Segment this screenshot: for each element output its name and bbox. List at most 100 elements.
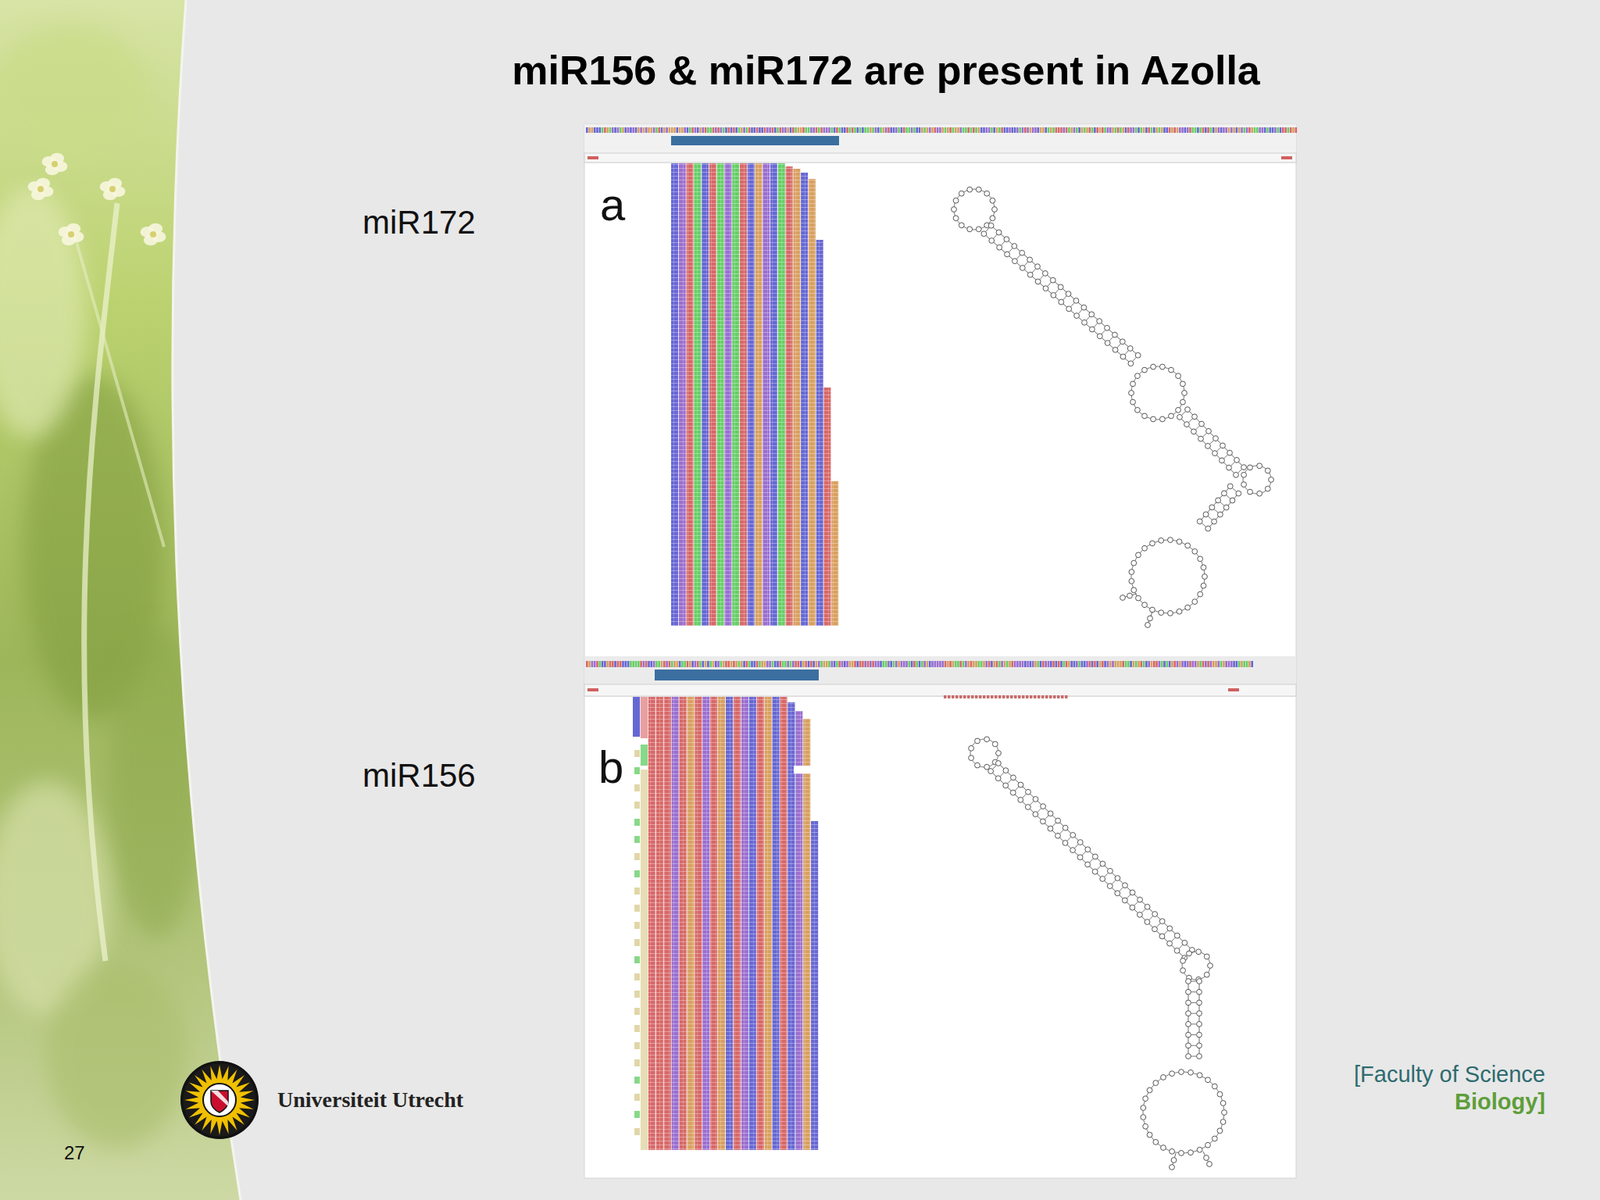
sequence-strip: [764, 127, 767, 133]
nucleotide: [1027, 257, 1033, 263]
sequence-strip: [593, 660, 597, 668]
sequence-strip: [1145, 127, 1148, 133]
sequence-strip: [1163, 660, 1166, 668]
sequence-strip: [625, 127, 628, 133]
nucleotide: [1135, 552, 1142, 558]
nucleotide: [1032, 796, 1039, 803]
sequence-strip: [1238, 127, 1241, 133]
sequence-strip: [645, 660, 648, 668]
alignment-column: [671, 163, 679, 626]
nucleotide: [1135, 352, 1141, 358]
base-pair: [1191, 1013, 1197, 1015]
read-texture: [739, 163, 747, 626]
highlight-dash: [951, 695, 955, 699]
sequence-strip: [869, 127, 872, 133]
stem-strand: [1187, 409, 1244, 468]
highlight-dash: [971, 695, 975, 699]
highlight-dash: [982, 695, 986, 699]
base-pair: [1125, 350, 1129, 355]
alignment-column: [762, 163, 770, 626]
sequence-strip: [1073, 127, 1076, 133]
sequence-strip: [704, 660, 708, 668]
sequence-strip: [609, 127, 612, 133]
nucleotide: [1144, 903, 1150, 910]
sequence-strip: [588, 660, 591, 668]
nucleotide: [1127, 346, 1133, 352]
sequence-strip: [611, 127, 615, 133]
alignment-column: [656, 696, 664, 1150]
nucleotide: [1153, 1139, 1159, 1145]
base-pair: [1104, 872, 1109, 877]
nucleotide: [1176, 539, 1183, 545]
nucleotide: [1130, 399, 1136, 405]
nucleotide: [1178, 1069, 1185, 1075]
nucleotide: [953, 197, 959, 204]
alignment-column: [823, 387, 831, 626]
nucleotide: [1066, 306, 1072, 312]
sequence-strip: [1214, 660, 1218, 668]
nucleotide: [1055, 832, 1061, 839]
sequence-strip: [1063, 660, 1066, 668]
sequence-strip: [1032, 127, 1035, 133]
nucleotide: [1019, 250, 1025, 256]
nucleotide: [975, 186, 982, 193]
nucleotide: [1131, 587, 1137, 593]
read-texture: [779, 696, 787, 1150]
sequence-strip: [1238, 660, 1241, 668]
sequence-strip: [1039, 660, 1043, 668]
read-fragment: [634, 784, 640, 792]
sequence-strip: [717, 660, 720, 668]
sequence-strip: [851, 660, 854, 668]
alignment-column: [724, 163, 732, 626]
sequence-strip: [596, 127, 599, 133]
nucleotide: [1003, 236, 1010, 243]
sequence-strip: [663, 660, 666, 668]
sequence-strip: [681, 127, 684, 133]
base-pair: [1055, 289, 1060, 293]
read-texture: [679, 696, 687, 1150]
base-pair: [1063, 296, 1068, 300]
sequence-strip: [910, 660, 914, 668]
sequence-strip: [1264, 127, 1267, 133]
sequence-strip: [1070, 127, 1073, 133]
sequence-strip: [789, 127, 793, 133]
sequence-strip: [758, 660, 761, 668]
sequence-strip: [954, 660, 958, 668]
nucleotide: [1085, 846, 1091, 853]
sequence-strip: [1107, 127, 1110, 133]
sequence-strip: [1140, 660, 1143, 668]
sequence-strip: [875, 660, 878, 668]
sequence-strip: [1287, 127, 1290, 133]
alignment-column: [764, 696, 772, 1150]
nucleotide: [1142, 545, 1148, 551]
sequence-strip: [992, 127, 996, 133]
base-pair: [1117, 343, 1122, 348]
nucleotide: [1168, 413, 1175, 419]
sequence-strip: [1052, 660, 1055, 668]
sequence-strip: [846, 660, 849, 668]
sequence-strip: [957, 660, 960, 668]
sequence-strip: [885, 660, 888, 668]
nucleotide: [1188, 1150, 1194, 1156]
sequence-strip: [1089, 127, 1092, 133]
sequence-strip: [660, 127, 664, 133]
highlight-dash: [967, 695, 971, 699]
sequence-strip: [748, 660, 751, 668]
sequence-strip: [1160, 660, 1164, 668]
seal-ground: [180, 1060, 259, 1140]
nucleotide: [1174, 947, 1180, 954]
loop-backbone: [1242, 465, 1272, 494]
nucleotide: [1040, 803, 1047, 810]
base-pair: [1191, 1056, 1197, 1058]
sequence-strip: [817, 660, 821, 668]
sequence-strip: [776, 127, 779, 133]
sequence-strip: [1173, 127, 1176, 133]
sequence-strip: [1186, 127, 1190, 133]
sequence-strip: [833, 127, 836, 133]
sequence-strip: [1006, 660, 1009, 668]
nucleotide: [1104, 340, 1111, 347]
alignment-column: [640, 744, 648, 766]
base-pair: [1134, 901, 1139, 906]
alignment-column: [808, 178, 816, 626]
nucleotide: [1169, 1164, 1175, 1171]
